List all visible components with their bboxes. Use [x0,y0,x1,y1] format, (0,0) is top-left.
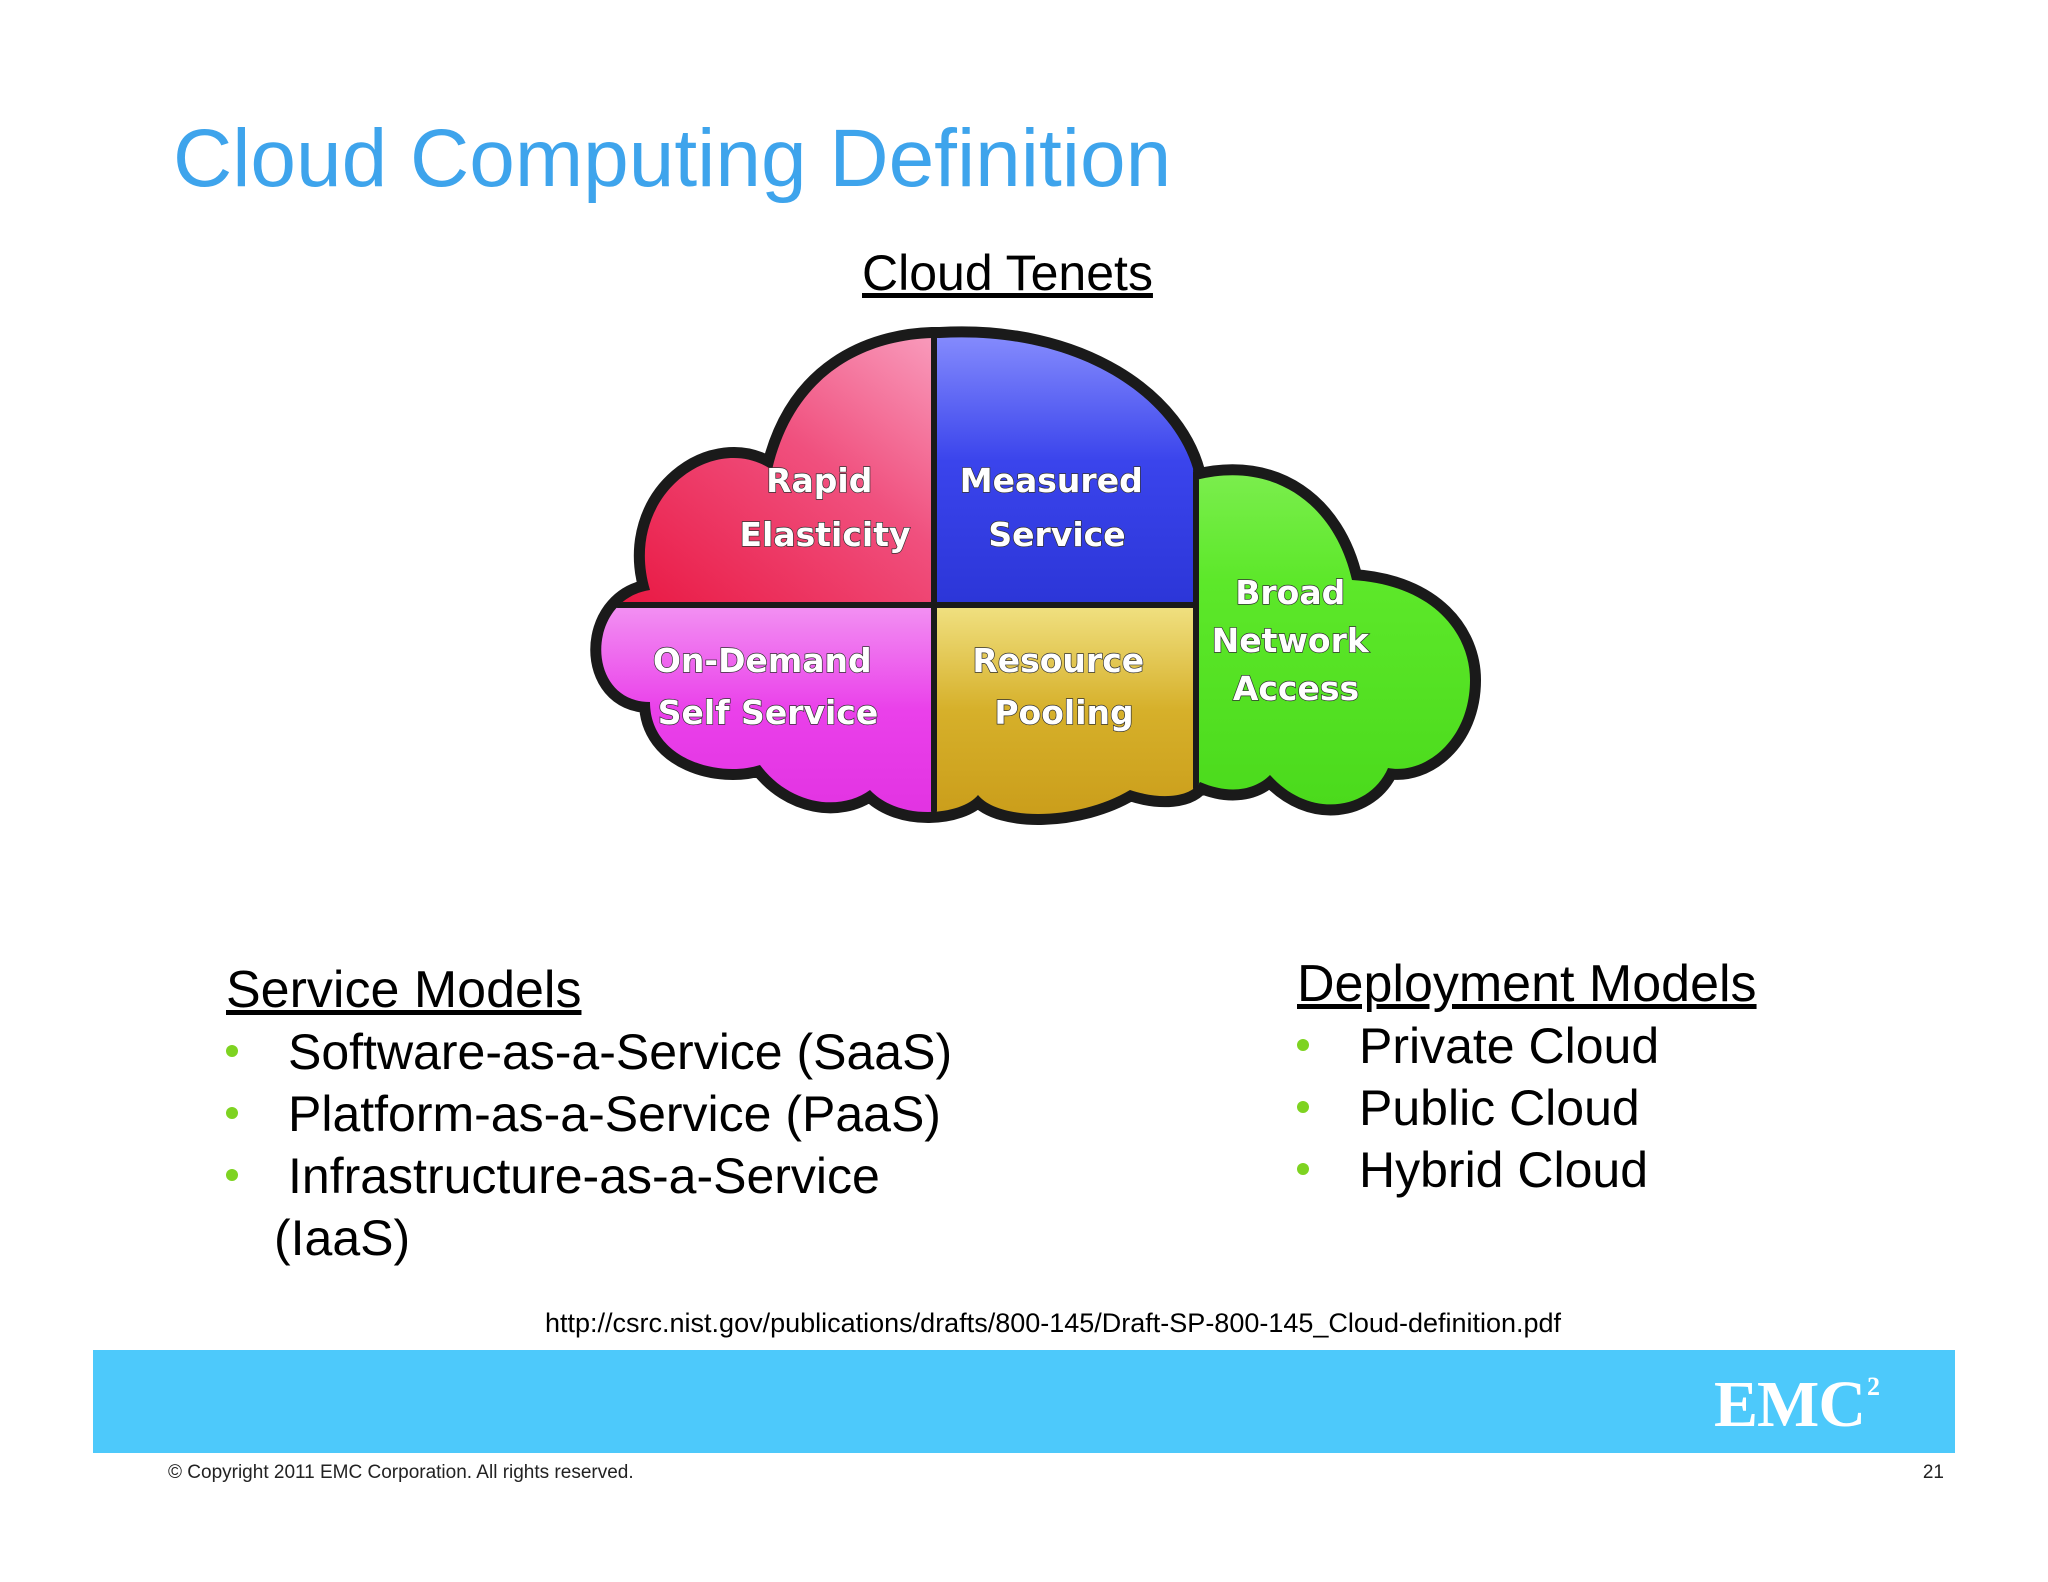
list-item: Platform-as-a-Service (PaaS) [226,1083,952,1145]
tenet-label-measured-service: Measured Service [960,461,1154,554]
tenet-label-resource-pooling: Resource Pooling [972,641,1155,732]
footer-band: EMC2 [93,1350,1955,1453]
tenet-label-rapid-elasticity: Rapid Elasticity [739,461,910,554]
tenet-label-broad-network-access: Broad Network Access [1212,573,1381,708]
bullet-icon [226,1045,238,1057]
deployment-models-list: Private Cloud Public Cloud Hybrid Cloud [1297,1015,1659,1201]
bullet-icon [1297,1101,1309,1113]
tenet-label-on-demand-self-service: On-Demand Self Service [653,641,883,732]
bullet-icon [1297,1039,1309,1051]
source-url: http://csrc.nist.gov/publications/drafts… [545,1308,1562,1338]
slide-title: Cloud Computing Definition [173,113,1172,204]
deployment-models-heading: Deployment Models [1297,955,1757,1013]
service-models-list: Software-as-a-Service (SaaS) Platform-as… [226,1021,952,1269]
list-item: Infrastructure-as-a-Service (IaaS) [226,1145,952,1269]
bullet-icon [226,1107,238,1119]
list-item: Private Cloud [1297,1015,1659,1077]
list-item: Hybrid Cloud [1297,1139,1659,1201]
cloud-tenets-heading: Cloud Tenets [862,245,1153,301]
list-item: Public Cloud [1297,1077,1659,1139]
bullet-icon [1297,1163,1309,1175]
service-models-heading: Service Models [226,961,582,1019]
copyright-notice: © Copyright 2011 EMC Corporation. All ri… [168,1462,634,1483]
list-item: Software-as-a-Service (SaaS) [226,1021,952,1083]
tenet-resource-pooling-segment [936,607,1194,814]
bullet-icon [226,1169,238,1181]
page-number: 21 [1922,1462,1944,1483]
emc-logo: EMC2 [1714,1368,1880,1441]
